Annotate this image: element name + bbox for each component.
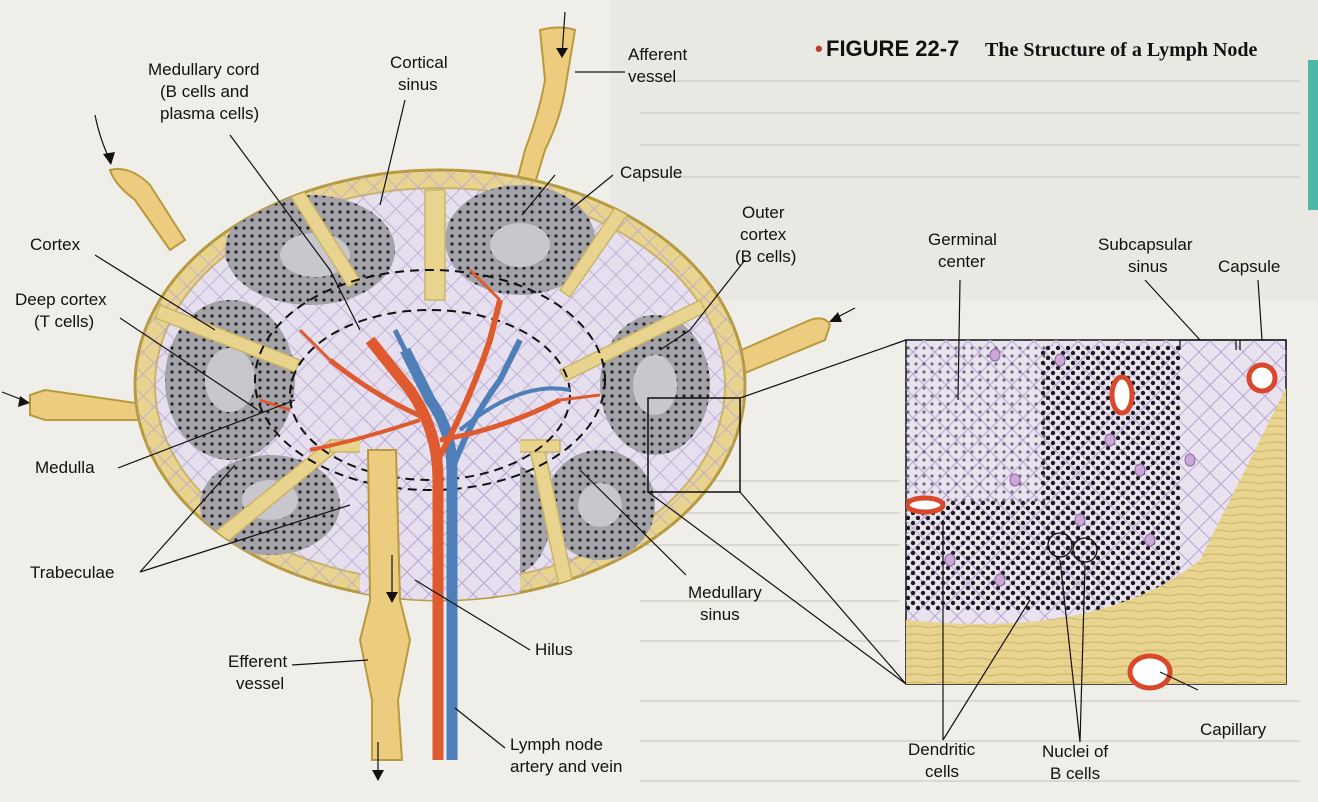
label-deep-cortex-2: (T cells) bbox=[34, 312, 94, 331]
figure-number: FIGURE 22-7 bbox=[826, 36, 959, 61]
label-trabeculae: Trabeculae bbox=[30, 563, 114, 582]
label-capillary: Capillary bbox=[1200, 720, 1267, 739]
label-outer-cortex-3: (B cells) bbox=[735, 247, 796, 266]
label-capsule-right: Capsule bbox=[1218, 257, 1280, 276]
label-outer-cortex-2: cortex bbox=[740, 225, 787, 244]
label-dendritic-2: cells bbox=[925, 762, 959, 781]
label-artery-vein-2: artery and vein bbox=[510, 757, 622, 776]
label-subcapsular-sinus-2: sinus bbox=[1128, 257, 1168, 276]
label-medullary-cord-1: Medullary cord bbox=[148, 60, 260, 79]
label-cortex: Cortex bbox=[30, 235, 81, 254]
label-medulla: Medulla bbox=[35, 458, 95, 477]
zoom-inset bbox=[906, 340, 1290, 690]
label-medullary-cord-3: plasma cells) bbox=[160, 104, 259, 123]
label-afferent-1: Afferent bbox=[628, 45, 688, 64]
page-tab-marker bbox=[1308, 60, 1318, 210]
label-nuclei-2: B cells bbox=[1050, 764, 1100, 783]
figure-title: • FIGURE 22-7 The Structure of a Lymph N… bbox=[815, 36, 1258, 61]
capillary-shape bbox=[1130, 656, 1170, 688]
label-efferent-1: Efferent bbox=[228, 652, 288, 671]
label-outer-cortex-1: Outer bbox=[742, 203, 785, 222]
label-hilus: Hilus bbox=[535, 640, 573, 659]
label-afferent-2: vessel bbox=[628, 67, 676, 86]
figure-title-text: The Structure of a Lymph Node bbox=[985, 39, 1258, 61]
label-subcapsular-sinus-1: Subcapsular bbox=[1098, 235, 1193, 254]
label-medullary-sinus-2: sinus bbox=[700, 605, 740, 624]
label-medullary-sinus-1: Medullary bbox=[688, 583, 762, 602]
label-deep-cortex-1: Deep cortex bbox=[15, 290, 107, 309]
label-cortical-sinus-2: sinus bbox=[398, 75, 438, 94]
label-artery-vein-1: Lymph node bbox=[510, 735, 603, 754]
label-cortical-sinus-1: Cortical bbox=[390, 53, 448, 72]
label-dendritic-1: Dendritic bbox=[908, 740, 976, 759]
label-germinal-center-2: center bbox=[938, 252, 986, 271]
title-bullet: • bbox=[815, 36, 823, 61]
label-germinal-center-1: Germinal bbox=[928, 230, 997, 249]
label-medullary-cord-2: (B cells and bbox=[160, 82, 249, 101]
label-capsule-left: Capsule bbox=[620, 163, 682, 182]
label-nuclei-1: Nuclei of bbox=[1042, 742, 1108, 761]
label-efferent-2: vessel bbox=[236, 674, 284, 693]
